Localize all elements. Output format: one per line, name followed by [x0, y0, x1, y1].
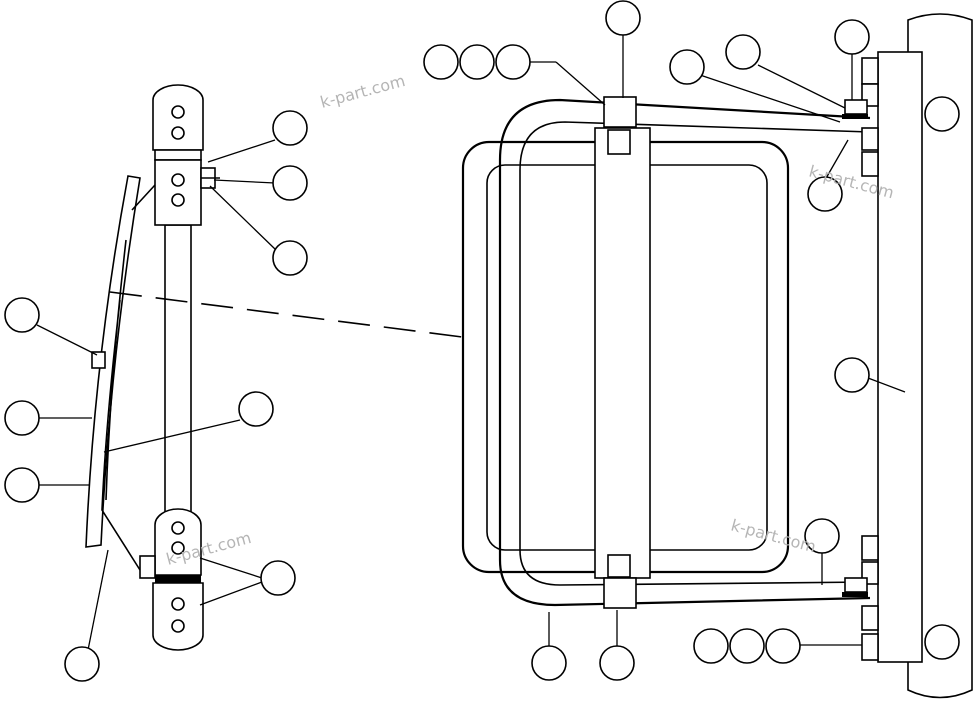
watermarks: k-part.com k-part.com k-part.com k-part.… [164, 71, 896, 569]
bracket-hole [171, 105, 185, 119]
strap-clamp-bottom [603, 577, 637, 609]
bracket-hole [171, 597, 185, 611]
callout-bubble [64, 646, 100, 682]
upper-clamp [154, 159, 202, 226]
strap-nut-top [607, 129, 631, 155]
vertical-strap [594, 127, 651, 579]
clamp-hole [171, 173, 185, 187]
callout-bubble [669, 49, 705, 85]
strap-clamp-top [603, 96, 637, 128]
front-view-assembly [461, 13, 973, 699]
callouts [4, 0, 960, 682]
callout-bubble [729, 628, 765, 664]
clamp-hole [171, 193, 185, 207]
callout-bubble [423, 44, 459, 80]
callout-bubble [804, 518, 840, 554]
bracket-hole [171, 126, 185, 140]
spacer [154, 149, 202, 161]
bracket-hole [171, 619, 185, 633]
callout-bubble [924, 624, 960, 660]
callout-bubble [924, 96, 960, 132]
plate-bolts-bottom [842, 535, 879, 661]
plate-bolts-top [842, 57, 879, 177]
callout-bubble [605, 0, 641, 36]
callout-bubble [725, 34, 761, 70]
mirror-clip [91, 351, 106, 369]
clamp-hole [171, 541, 185, 555]
callout-bubble [599, 645, 635, 681]
callout-bubble [834, 357, 870, 393]
callout-bubble [693, 628, 729, 664]
strap-nut-bottom [607, 554, 631, 578]
callout-bubble [834, 19, 870, 55]
callout-bubble [495, 44, 531, 80]
callout-bubble [4, 297, 40, 333]
callout-bubble [459, 44, 495, 80]
mounting-plate [877, 51, 923, 663]
vertical-pipe [907, 13, 973, 699]
support-tube-loop-inner [519, 121, 871, 586]
callout-bubble [765, 628, 801, 664]
vertical-rod [164, 224, 192, 526]
callout-bubble [260, 560, 296, 596]
mirror-support-arm [101, 184, 156, 571]
callout-bubble [272, 165, 308, 201]
callout-bubble [238, 391, 274, 427]
callout-bubble [4, 467, 40, 503]
callout-bubble [272, 110, 308, 146]
bottom-mounting-bracket [152, 582, 204, 651]
support-tube-loop [498, 98, 871, 607]
callout-bubble [531, 645, 567, 681]
clamp-bolt [139, 555, 156, 579]
side-view-assembly [85, 84, 220, 651]
callout-bubble [4, 400, 40, 436]
spacer [155, 575, 201, 583]
callout-bubble [807, 176, 843, 212]
projection-line [109, 291, 463, 338]
watermark-text: k-part.com [318, 71, 407, 112]
clamp-hole [171, 521, 185, 535]
leader-lines [36, 35, 906, 651]
callout-bubble [272, 240, 308, 276]
